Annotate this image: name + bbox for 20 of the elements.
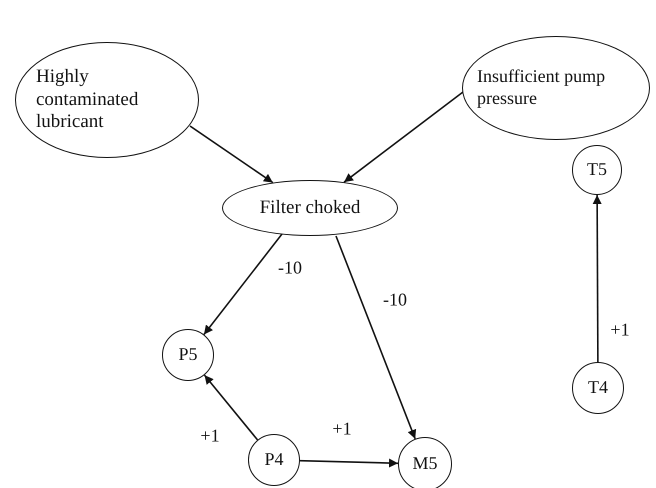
- node-label: P4: [264, 449, 284, 471]
- node-label: M5: [412, 453, 438, 475]
- node-label: Insufficient pump pressure: [476, 66, 606, 110]
- circle-node: [248, 434, 300, 486]
- circle-node: [572, 145, 622, 195]
- circle-node: [572, 362, 624, 414]
- node-label: P5: [178, 344, 198, 366]
- circle-node: [398, 437, 452, 488]
- arrow: [344, 91, 464, 183]
- arrow: [190, 125, 274, 184]
- node-label: T5: [587, 159, 607, 181]
- arrow: [204, 374, 258, 440]
- circle-node: [162, 329, 214, 381]
- arrow: [592, 195, 602, 362]
- arrow: [300, 458, 398, 468]
- node-label: T4: [588, 377, 608, 399]
- node-label: Highly contaminated lubricant: [35, 66, 140, 134]
- arrow: [203, 234, 283, 335]
- arrow: [335, 236, 416, 440]
- node-label: Filter choked: [258, 196, 362, 220]
